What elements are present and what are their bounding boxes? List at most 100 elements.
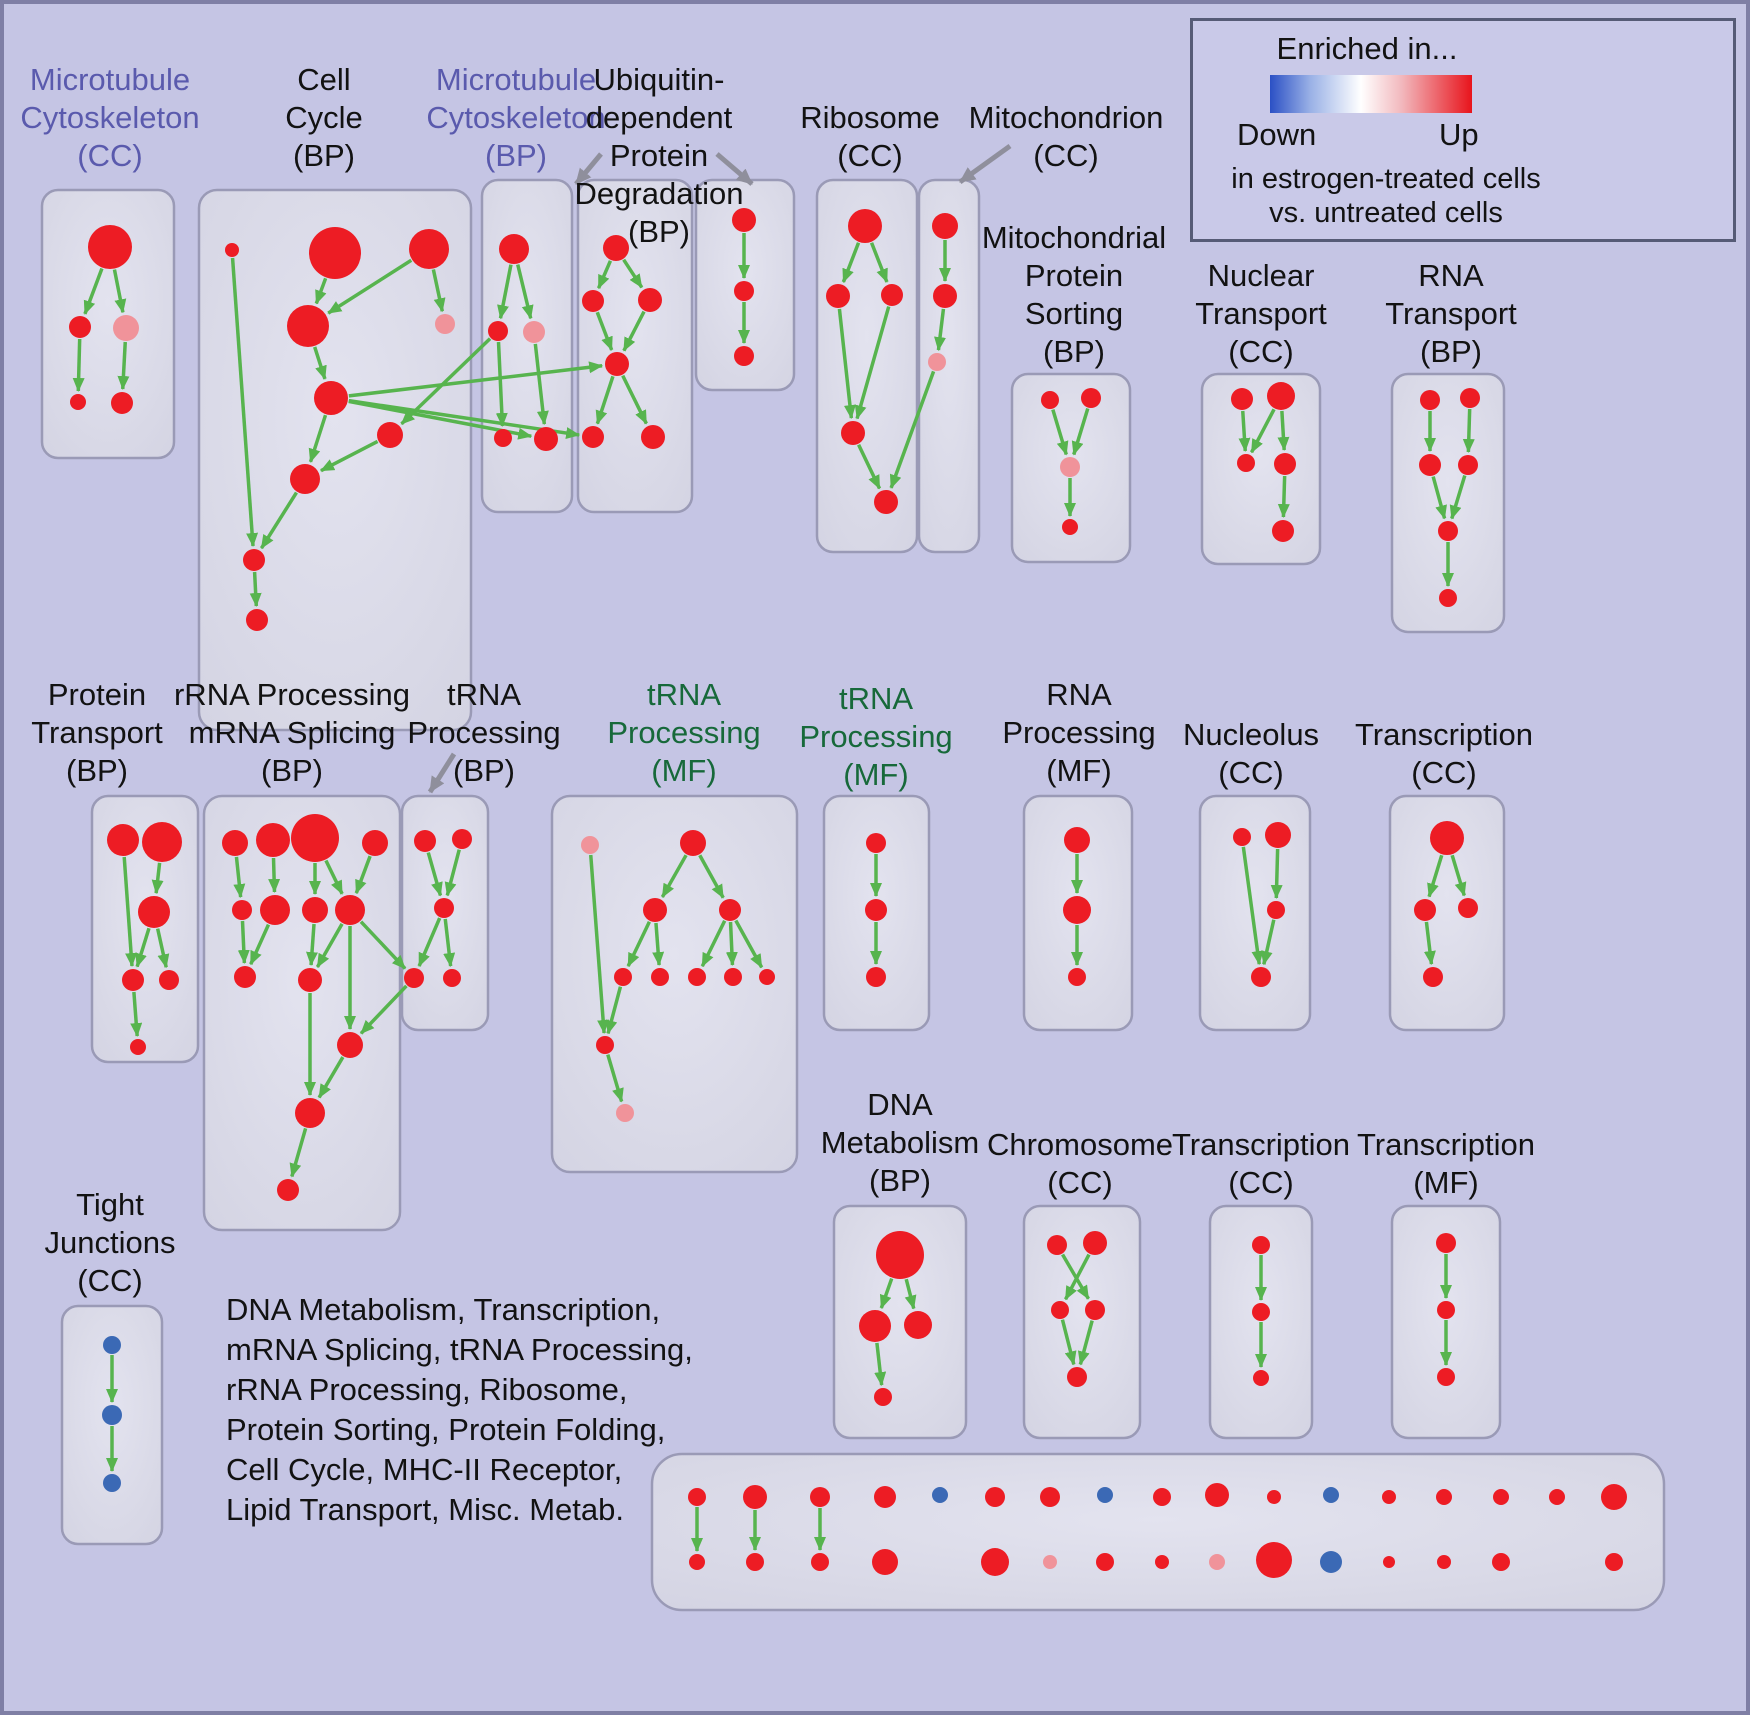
go-relation-edge	[605, 986, 623, 1035]
go-term-node	[1419, 454, 1441, 476]
go-term-node	[1437, 1555, 1451, 1569]
go-relation-edge	[1071, 408, 1090, 456]
group-label-rna-processing-mf: RNA Processing (MF)	[1002, 677, 1156, 788]
go-term-node	[1437, 1368, 1455, 1386]
go-term-node	[291, 814, 339, 862]
go-relation-edge	[1241, 846, 1264, 966]
cluster-box-dna	[832, 1204, 968, 1440]
go-relation-edge	[155, 928, 170, 969]
go-term-node	[603, 235, 629, 261]
go-relation-edge	[359, 920, 407, 970]
go-term-node	[1068, 968, 1086, 986]
go-relation-edge	[533, 343, 549, 426]
go-term-node	[314, 381, 348, 415]
group-label-transcription-cc-2: Transcription (CC)	[1171, 1127, 1351, 1200]
go-term-node	[872, 1549, 898, 1575]
go-term-node	[309, 227, 361, 279]
go-relation-edge	[879, 1277, 894, 1310]
go-term-node	[1439, 589, 1457, 607]
go-relation-edge	[621, 374, 648, 425]
go-relation-edge	[72, 338, 85, 393]
go-relation-edge	[348, 361, 604, 398]
group-label-protein-transport-bp: Protein Transport (BP)	[31, 677, 163, 788]
go-term-node	[111, 392, 133, 414]
legend-title: Enriched in...	[1276, 31, 1458, 66]
go-network-diagram	[40, 143, 1666, 1612]
go-relation-edge	[1427, 854, 1444, 898]
go-relation-edge	[289, 1127, 308, 1178]
go-term-node	[1256, 1542, 1292, 1578]
go-relation-edge	[516, 264, 534, 320]
legend-up-label: Up	[1439, 117, 1479, 152]
go-relation-edge	[443, 918, 456, 968]
go-term-node	[1460, 388, 1480, 408]
go-term-node	[810, 1487, 830, 1507]
go-term-node	[1267, 901, 1285, 919]
go-term-node	[1096, 1553, 1114, 1571]
go-term-node	[1492, 1553, 1510, 1571]
cluster-box-mtbp	[480, 178, 574, 514]
go-term-node	[1233, 828, 1251, 846]
go-term-node	[1438, 521, 1458, 541]
go-term-node	[985, 1487, 1005, 1507]
go-term-node	[159, 970, 179, 990]
go-term-node	[295, 1098, 325, 1128]
go-relation-edge	[1277, 475, 1290, 519]
go-term-node	[596, 1036, 614, 1054]
go-term-node	[1155, 1555, 1169, 1569]
go-term-node	[435, 314, 455, 334]
go-relation-edge	[1250, 408, 1276, 454]
go-term-node	[414, 830, 436, 852]
go-term-node	[866, 967, 886, 987]
go-term-node	[759, 969, 775, 985]
go-term-node	[641, 425, 665, 449]
go-term-node	[409, 229, 449, 269]
go-relation-edge	[359, 984, 408, 1035]
go-relation-edge	[151, 862, 164, 895]
cluster-box-tcc	[1388, 794, 1506, 1032]
go-term-node	[1237, 454, 1255, 472]
go-term-node	[1420, 390, 1440, 410]
go-relation-edge	[354, 855, 372, 895]
go-relation-edge	[622, 258, 644, 289]
go-term-node	[103, 1474, 121, 1492]
go-relation-edge	[622, 310, 646, 352]
go-term-node	[256, 823, 290, 857]
legend-gradient-bar	[1270, 75, 1472, 113]
go-term-node	[826, 284, 850, 308]
go-term-node	[1064, 827, 1090, 853]
go-term-node	[488, 321, 508, 341]
go-term-node	[404, 968, 424, 988]
go-term-node	[874, 490, 898, 514]
go-term-node	[1252, 1236, 1270, 1254]
go-relation-edge	[725, 921, 738, 967]
go-term-node	[88, 225, 132, 269]
go-term-node	[499, 234, 529, 264]
group-label-nucleolus-cc: Nucleolus (CC)	[1182, 717, 1320, 790]
go-term-node	[443, 969, 461, 987]
go-term-node	[1060, 457, 1080, 477]
go-relation-edge	[1270, 848, 1283, 900]
go-term-node	[232, 900, 252, 920]
go-relation-edge	[324, 859, 344, 895]
go-term-node	[138, 896, 170, 928]
misc-cluster-caption: DNA Metabolism, Transcription, mRNA Spli…	[226, 1292, 693, 1527]
go-term-node	[1423, 967, 1443, 987]
go-term-node	[1043, 1555, 1057, 1569]
go-term-node	[1274, 453, 1296, 475]
go-term-node	[876, 1231, 924, 1279]
cluster-box-rib	[815, 178, 919, 554]
go-term-node	[1430, 821, 1464, 855]
group-label-microtubule-cytoskeleton-bp: Microtubule Cytoskeleton (BP)	[426, 62, 606, 173]
go-relation-edge	[400, 337, 492, 426]
go-relation-edge	[698, 854, 725, 899]
go-relation-edge	[595, 375, 615, 425]
group-label-dna-metabolism-bp: DNA Metabolism (BP)	[820, 1087, 980, 1198]
go-relation-edge	[700, 919, 727, 968]
legend-down-label: Down	[1237, 117, 1317, 152]
go-term-node	[866, 833, 886, 853]
go-term-node	[1253, 1370, 1269, 1386]
go-term-node	[1436, 1489, 1452, 1505]
go-relation-edge	[1449, 475, 1467, 520]
go-term-node	[1267, 382, 1295, 410]
